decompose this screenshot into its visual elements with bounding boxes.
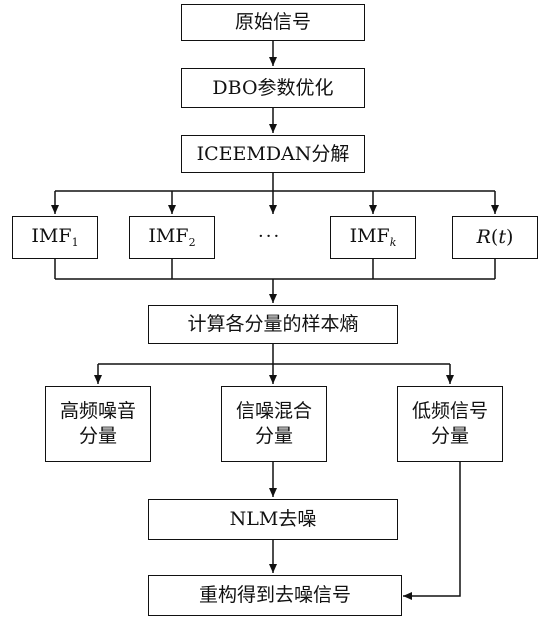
node-high-freq-line1: 高频噪音	[59, 400, 136, 423]
node-imf-1: IMF1	[12, 216, 98, 259]
node-imf-1-label: IMF1	[31, 225, 79, 250]
node-sample-entropy: 计算各分量的样本熵	[148, 305, 398, 344]
node-iceemdan-decomposition: ICEEMDAN分解	[181, 135, 365, 173]
node-ellipsis: ···	[258, 226, 282, 247]
node-imf-k: IMFk	[330, 216, 416, 259]
node-imf-2-label: IMF2	[148, 225, 196, 250]
node-original-signal: 原始信号	[181, 4, 365, 41]
arrow-low-freq-to-reconstruct	[403, 462, 461, 600]
node-mixed-line1: 信噪混合	[235, 400, 312, 423]
node-dbo-optimization-label: DBO参数优化	[212, 76, 334, 99]
node-high-freq-noise: 高频噪音 分量	[45, 386, 151, 462]
node-low-freq-signal: 低频信号 分量	[397, 386, 503, 462]
node-iceemdan-label: ICEEMDAN分解	[196, 142, 350, 165]
node-imf-k-label: IMFk	[349, 225, 397, 250]
node-imf-2: IMF2	[129, 216, 215, 259]
node-reconstruct-signal: 重构得到去噪信号	[148, 575, 402, 616]
node-low-freq-line2: 分量	[430, 425, 469, 447]
node-reconstruct-label: 重构得到去噪信号	[198, 584, 351, 607]
node-nlm-label: NLM去噪	[229, 508, 317, 531]
node-dbo-optimization: DBO参数优化	[181, 68, 365, 108]
node-signal-noise-mixed: 信噪混合 分量	[221, 386, 327, 462]
node-original-signal-label: 原始信号	[234, 11, 311, 34]
node-high-freq-line2: 分量	[78, 425, 117, 447]
node-residual: R(t)	[452, 216, 538, 259]
node-mixed-line2: 分量	[254, 425, 293, 447]
node-nlm-denoising: NLM去噪	[148, 499, 398, 540]
node-sample-entropy-label: 计算各分量的样本熵	[187, 313, 359, 336]
node-residual-label: R(t)	[476, 226, 514, 249]
node-low-freq-line1: 低频信号	[411, 400, 488, 423]
